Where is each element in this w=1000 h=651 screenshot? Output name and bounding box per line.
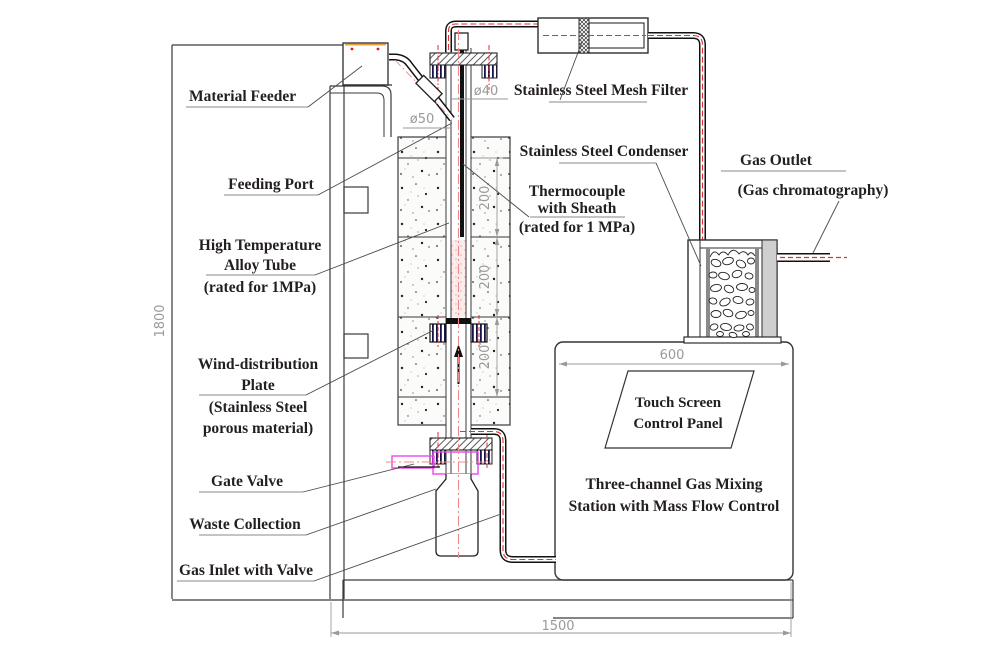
label-wind-plate-line4: porous material) xyxy=(203,420,313,437)
material-feeder xyxy=(342,42,455,122)
label-feeding-port: Feeding Port xyxy=(228,176,314,193)
gas-inlet-pipe xyxy=(460,428,556,563)
label-gas-outlet: Gas Outlet xyxy=(740,152,813,169)
label-alloy-tube-line3: (rated for 1MPa) xyxy=(204,279,316,296)
label-wind-plate-line1: Wind-distribution xyxy=(198,356,319,373)
station-label-line2: Station with Mass Flow Control xyxy=(569,498,780,515)
label-wind-plate-line3: (Stainless Steel xyxy=(209,399,308,416)
label-thermocouple-line3: (rated for 1 MPa) xyxy=(519,219,635,236)
label-mesh-filter: Stainless Steel Mesh Filter xyxy=(514,82,688,99)
thermocouple-rod xyxy=(460,48,464,237)
dimension-200-b: 200 xyxy=(478,265,493,290)
feed-valve[interactable] xyxy=(414,74,444,103)
label-gas-outlet-sub: (Gas chromatography) xyxy=(738,182,889,199)
label-material-feeder: Material Feeder xyxy=(189,88,296,105)
frame-bracket-upper xyxy=(343,186,369,214)
label-alloy-tube-line1: High Temperature xyxy=(199,237,322,254)
filter-to-condenser-pipe xyxy=(648,32,706,250)
dimension-200-a: 200 xyxy=(478,186,493,211)
frame-bracket-lower xyxy=(343,333,369,359)
dimension-d50: ø50 xyxy=(410,112,435,127)
label-gate-valve: Gate Valve xyxy=(211,473,283,490)
dimension-d40: ø40 xyxy=(474,84,499,99)
thermocouple-gland xyxy=(454,32,469,51)
dimension-200-chain: 200 200 200 xyxy=(472,157,503,397)
annotations: Material Feeder Feeding Port Stainless S… xyxy=(177,41,889,582)
condenser xyxy=(683,239,782,344)
label-gas-inlet: Gas Inlet with Valve xyxy=(179,562,313,579)
dimension-1800: 1800 xyxy=(153,304,168,337)
dimension-annotations: 1800 1500 ø40 ø50 xyxy=(153,84,792,637)
support-frame xyxy=(171,44,392,599)
wind-distribution-plate xyxy=(429,315,488,347)
station-label-line1: Three-channel Gas Mixing xyxy=(585,476,762,493)
label-wind-plate-line2: Plate xyxy=(241,377,275,394)
label-thermocouple-line1: Thermocouple xyxy=(529,183,626,200)
top-outlet-pipe xyxy=(445,20,554,52)
condenser-packing xyxy=(708,249,756,339)
label-waste-collection: Waste Collection xyxy=(189,516,301,533)
top-flange xyxy=(429,45,498,90)
label-thermocouple-line2: with Sheath xyxy=(538,200,617,217)
touch-screen-label-line1: Touch Screen xyxy=(635,395,722,411)
touch-screen-panel[interactable] xyxy=(604,370,755,449)
dimension-1500: 1500 xyxy=(541,619,574,634)
touch-screen-label-line2: Control Panel xyxy=(633,416,722,432)
dimension-600: 600 xyxy=(660,348,685,363)
gas-mixing-station: 600 Touch Screen Control Panel Three-cha… xyxy=(554,341,794,581)
mesh-filter xyxy=(537,17,649,54)
label-alloy-tube-line2: Alloy Tube xyxy=(224,257,296,274)
label-condenser: Stainless Steel Condenser xyxy=(520,143,689,160)
dimension-200-c: 200 xyxy=(478,345,493,370)
waste-collection-bottle xyxy=(435,474,479,557)
feeder-hopper xyxy=(342,42,389,86)
